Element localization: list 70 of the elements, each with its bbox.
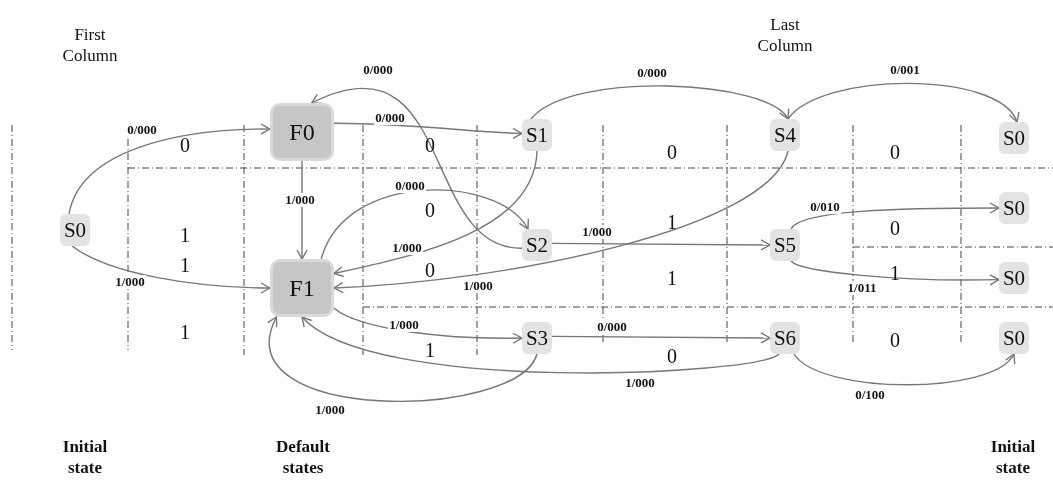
- bit-label: 0: [890, 327, 900, 353]
- edge-label: 0/000: [596, 320, 628, 334]
- edge-label: 0/000: [374, 111, 406, 125]
- bit-label: 1: [425, 337, 435, 363]
- arrow: [68, 123, 271, 215]
- arrow: [333, 307, 523, 344]
- bit-label: 0: [890, 139, 900, 165]
- state-type-label: Default states: [275, 435, 331, 479]
- state-box: S0: [999, 192, 1029, 224]
- edge-label: 0/000: [126, 123, 158, 137]
- arrow: [320, 189, 529, 260]
- edge-label: 0/000: [362, 63, 394, 77]
- bit-label: 0: [425, 197, 435, 223]
- arrow: [333, 122, 523, 139]
- edge-label: 1/000: [314, 403, 346, 417]
- state-box: S0: [999, 262, 1029, 294]
- arrow: [296, 160, 308, 260]
- arrow: [71, 245, 271, 294]
- state-box: S3: [522, 322, 552, 354]
- arrow: [333, 150, 789, 294]
- edge-label: 0/000: [394, 179, 426, 193]
- bit-label: 0: [667, 343, 677, 369]
- edge-label: 0/001: [889, 63, 921, 77]
- arrow: [790, 260, 1000, 286]
- edge-label: 1/000: [462, 279, 494, 293]
- bit-label: 1: [180, 319, 190, 345]
- state-box: S0: [999, 322, 1029, 354]
- state-box: S1: [522, 119, 552, 151]
- state-box: S6: [770, 322, 800, 354]
- bit-label: 1: [890, 260, 900, 286]
- bit-label: 1: [667, 265, 677, 291]
- arrow: [787, 82, 1018, 123]
- bit-label: 0: [425, 257, 435, 283]
- bit-label: 0: [667, 139, 677, 165]
- arrow: [310, 87, 523, 249]
- bit-label: 1: [180, 252, 190, 278]
- bit-label: 0: [180, 132, 190, 158]
- arrow: [268, 316, 538, 402]
- state-type-label: Initial state: [61, 435, 109, 479]
- default-state-box: F0: [270, 103, 334, 161]
- state-box: S4: [770, 119, 800, 151]
- arrow: [551, 239, 771, 251]
- bit-label: 1: [667, 209, 677, 235]
- column-label: Last Column: [756, 13, 814, 57]
- edge-label: 1/011: [846, 281, 878, 295]
- bit-label: 0: [890, 215, 900, 241]
- edge-label: 1/000: [388, 318, 420, 332]
- arrow: [790, 202, 1000, 230]
- arrow: [530, 85, 789, 120]
- default-state-box: F1: [270, 259, 334, 317]
- column-label: First Column: [61, 23, 119, 67]
- arrow: [333, 150, 538, 278]
- edge-label: 0/000: [636, 66, 668, 80]
- arrow: [301, 316, 780, 374]
- state-box: S2: [522, 229, 552, 261]
- edge-label: 0/100: [854, 388, 886, 402]
- edge-label: 1/000: [114, 275, 146, 289]
- bit-label: 1: [180, 222, 190, 248]
- edge-label: 1/000: [284, 193, 316, 207]
- edge-label: 1/000: [581, 225, 613, 239]
- state-box: S5: [770, 229, 800, 261]
- bit-label: 0: [425, 132, 435, 158]
- edge-label: 1/000: [624, 376, 656, 390]
- state-box: S0: [999, 122, 1029, 154]
- arrow: [793, 353, 1015, 386]
- arrow: [551, 332, 771, 344]
- state-type-label: Initial state: [989, 435, 1037, 479]
- state-box: S0: [60, 214, 90, 246]
- edge-label: 0/010: [809, 200, 841, 214]
- edge-label: 1/000: [391, 241, 423, 255]
